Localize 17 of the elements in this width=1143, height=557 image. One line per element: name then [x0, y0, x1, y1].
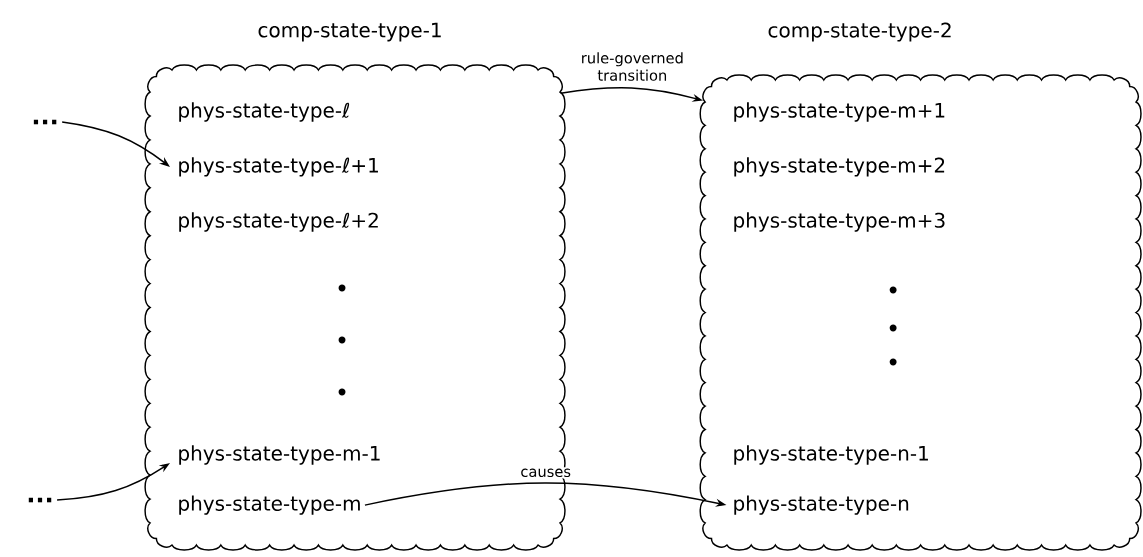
state-label: phys-state-type-ℓ+1 [179, 157, 378, 177]
state-label: phys-state-type-n [734, 495, 909, 515]
state-label: phys-state-type-m [179, 495, 360, 515]
ellipsis-text: ... [28, 497, 52, 503]
state-label: phys-state-type-ℓ+2 [179, 212, 378, 232]
state-label: phys-state-type-n-1 [734, 445, 928, 465]
state-label: phys-state-type-ℓ [179, 102, 350, 122]
edge-label: causes [519, 467, 573, 479]
state-label: phys-state-type-m+3 [734, 212, 945, 232]
state-label: phys-state-type-m-1 [179, 445, 380, 465]
box-heading: comp-state-type-1 [258, 22, 441, 42]
state-label: phys-state-type-m+2 [734, 157, 945, 177]
arrow [61, 121, 170, 167]
box-heading: comp-state-type-2 [768, 22, 951, 42]
state-label: phys-state-type-m+1 [734, 102, 945, 122]
ellipsis-text: ... [33, 119, 57, 125]
edge-label: rule-governed transition [577, 50, 687, 83]
